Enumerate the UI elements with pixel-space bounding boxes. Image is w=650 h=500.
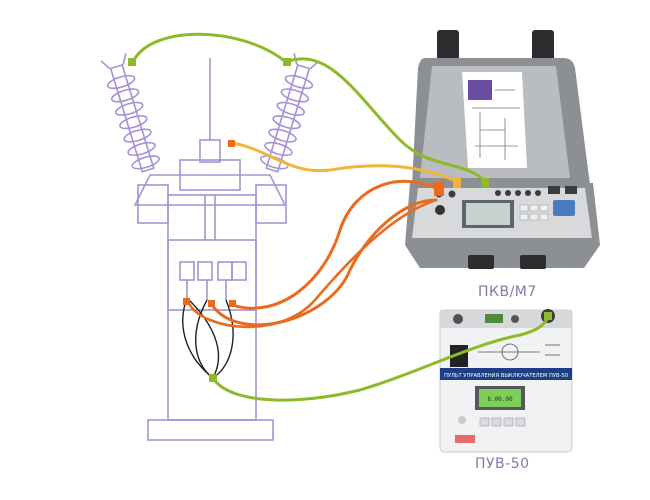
connectors	[128, 58, 552, 382]
puv-keys	[479, 417, 526, 427]
analyzer-pkv-m7	[405, 30, 600, 269]
center-ct	[199, 139, 221, 163]
plug-analyzer-orange	[434, 182, 444, 196]
puv-socket-left	[453, 314, 463, 324]
analyzer-display	[466, 203, 510, 225]
puv-indicator	[458, 416, 466, 424]
puv-banner-text: ПУЛЬТ УПРАВЛЕНИЯ ВЫКЛЮЧАТЕЛЕМ ПУВ-50	[444, 373, 568, 379]
bushing-flange-right	[255, 184, 287, 224]
plug-bushing-right	[283, 58, 291, 66]
plug-bushing-left	[128, 58, 136, 66]
puv-lcd	[479, 389, 521, 407]
latch-right	[520, 255, 546, 269]
puv-socket-mid	[511, 315, 519, 323]
plug-analyzer-green	[481, 178, 489, 188]
puv-body	[439, 309, 573, 453]
brand-plate	[553, 200, 575, 216]
puv-top-strip	[440, 310, 572, 328]
panel-knob	[435, 205, 445, 215]
handle-left	[437, 30, 459, 64]
puv-terminal-green	[485, 314, 503, 323]
puv-banner	[440, 368, 572, 380]
analyzer-label: ПКВ/М7	[478, 284, 537, 300]
bushing-left	[100, 53, 160, 173]
breaker-tank-head	[133, 174, 287, 206]
center-housing	[179, 159, 241, 191]
circuit-breaker-drawing	[100, 53, 320, 441]
cable-green-analyzer	[284, 57, 488, 184]
plug-analyzer-yellow	[453, 178, 461, 188]
plug-center	[228, 140, 235, 147]
plug-puv-green	[544, 312, 552, 320]
plug-terminal-3	[229, 300, 236, 307]
test-cables	[131, 32, 550, 402]
puv-panel-schematic	[478, 343, 560, 361]
bushing-flange-left	[137, 184, 169, 224]
keypad	[519, 204, 549, 221]
control-unit-puv-50: ПУЛЬТ УПРАВЛЕНИЯ ВЫКЛЮЧАТЕЛЕМ ПУВ-50 8.0…	[439, 309, 573, 453]
cable-orange-1	[230, 179, 442, 310]
terminal-block-1	[179, 261, 195, 281]
puv-logo-sticker	[455, 435, 475, 443]
terminal-block-4	[231, 261, 247, 281]
plug-terminal-2	[208, 300, 215, 307]
handle-right	[532, 30, 554, 64]
terminal-block-3	[217, 261, 233, 281]
terminal-block-2	[197, 261, 213, 281]
puv-lcd-text: 8.00.00	[487, 396, 513, 403]
breaker-base	[147, 419, 274, 441]
internal-wiring	[182, 297, 234, 379]
latch-left	[468, 255, 494, 269]
cable-green-control	[211, 316, 550, 402]
cable-green-bushings	[131, 32, 288, 64]
sheet-logo-block	[468, 80, 492, 100]
control-unit-label: ПУВ-50	[475, 456, 530, 472]
plug-common	[209, 374, 217, 382]
plug-terminal-1	[183, 298, 190, 305]
cable-yellow	[231, 141, 460, 184]
breaker-cabinet	[167, 239, 257, 311]
cable-orange-2	[210, 198, 438, 327]
cable-orange-3	[188, 198, 438, 329]
